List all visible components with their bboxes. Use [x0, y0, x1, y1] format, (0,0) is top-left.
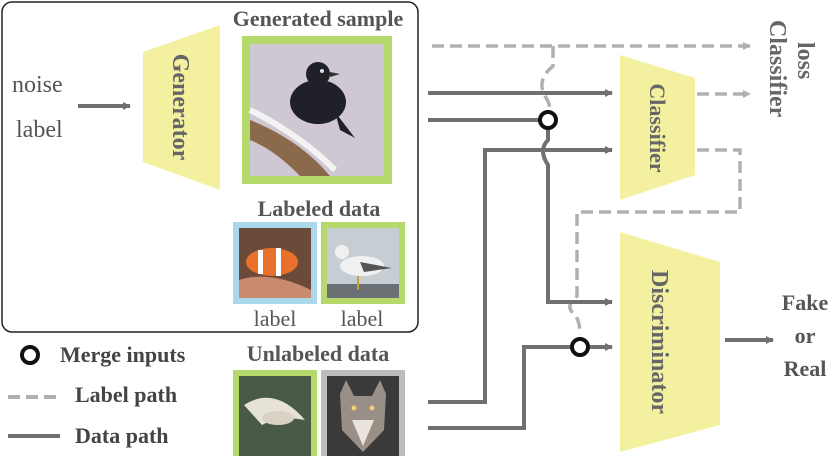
unlabeled-image-gull: [233, 370, 317, 456]
output-or: or: [795, 323, 816, 348]
merge-inputs-icon: [20, 345, 40, 365]
discriminator-label: Discriminator: [646, 270, 672, 414]
legend-merge-label: Merge inputs: [60, 342, 186, 367]
unlabeled-image-wolf: [321, 370, 405, 456]
legend-data-path: Data path: [75, 423, 169, 448]
generator-group-box: [1, 1, 419, 333]
labeled-caption-2: label: [341, 306, 384, 331]
output-fake: Fake: [782, 290, 829, 315]
labeled-data-title: Labeled data: [258, 196, 381, 221]
labeled-caption-1: label: [254, 306, 297, 331]
merge-node-discriminator: [570, 337, 590, 357]
classifier-loss-line-2: loss: [792, 42, 818, 79]
label-input-label: label: [16, 117, 63, 143]
classifier-block: [620, 55, 695, 200]
labeled-image-seagull: [321, 222, 405, 304]
generated-sample-image: [242, 36, 392, 184]
data-paths: [428, 89, 613, 430]
unlabeled-data-title: Unlabeled data: [247, 341, 389, 366]
merge-node-classifier: [538, 110, 558, 130]
classifier-loss-label: Classifier loss: [764, 20, 818, 123]
noise-label: noise: [12, 72, 63, 98]
discriminator-block: [620, 232, 720, 452]
generated-sample-title: Generated sample: [233, 6, 404, 31]
labeled-image-clownfish: [233, 222, 317, 304]
legend-label-path: Label path: [75, 382, 177, 407]
label-paths: [432, 42, 751, 336]
classifier-label: Classifier: [645, 83, 670, 172]
generator-block: [143, 25, 220, 190]
generator-label: Generator: [167, 54, 193, 161]
output-real: Real: [784, 356, 827, 381]
classifier-loss-line-1: Classifier: [764, 20, 790, 118]
